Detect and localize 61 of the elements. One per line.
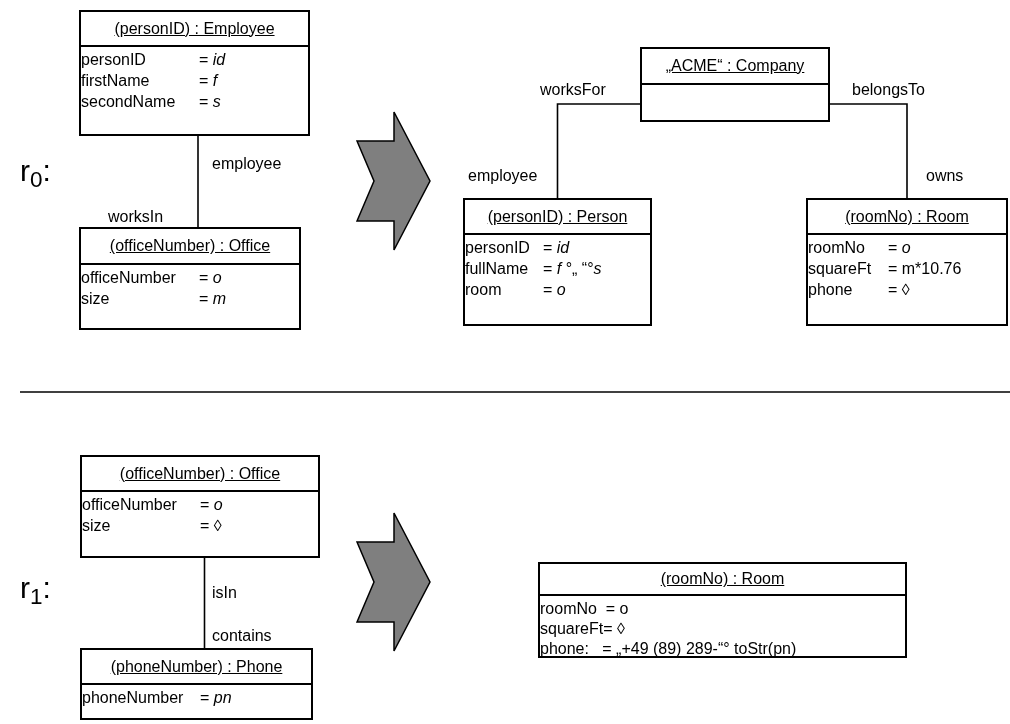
object-title: (officeNumber) : Office [119,463,281,484]
role-name: worksIn [108,207,164,227]
object-box [80,648,313,720]
attribute-name: squareFt [808,259,873,279]
object-box [463,198,652,326]
attribute-name: phoneNumber [82,688,185,708]
attribute-row-text: phone: = „+49 (89) 289-“° toStr(pn) [540,639,798,659]
attribute-name: size [82,516,112,536]
attribute-name: personID [465,238,531,258]
attribute-value: = o [888,238,911,258]
attribute-name: officeNumber [82,495,178,515]
role-name: isIn [212,583,237,603]
attribute-name: phone [808,280,854,300]
attribute-name: fullName [465,259,530,279]
object-box [640,47,830,122]
object-box [806,198,1008,326]
attribute-value: = ◊ [200,516,222,536]
attribute-name: officeNumber [81,268,177,288]
rule-label: r$_{1}$: [20,570,51,610]
attribute-row-text: squareFt= ◊ [540,619,626,639]
object-title: (phoneNumber) : Phone [110,656,283,677]
role-name: employee [468,166,538,186]
attribute-value: = o [199,268,222,288]
role-name: belongsTo [852,80,925,100]
attribute-value: = m [199,289,227,309]
object-title: (personID) : Person [487,206,628,227]
role-name: owns [926,166,964,186]
object-box [79,227,301,330]
attribute-value: = f [199,71,218,91]
association-line [829,103,908,199]
attribute-value: = o [200,495,223,515]
object-box [80,455,320,558]
role-name: employee [212,154,282,174]
attribute-value: = f °„ “°s [543,259,602,279]
attribute-value: = id [543,238,570,258]
rule-label: r$_{0}$: [20,153,51,193]
attribute-value: = s [199,92,221,112]
attribute-name: personID [81,50,147,70]
object-title: (roomNo) : Room [660,569,785,589]
attribute-name: size [81,289,111,309]
object-title: (officeNumber) : Office [109,236,271,256]
attribute-name: room [465,280,503,300]
association-line [203,557,206,649]
object-box [538,562,907,658]
attribute-row-text: roomNo = o [540,599,630,619]
association-line [197,135,199,228]
role-name: worksFor [540,80,606,100]
attribute-value: = o [543,280,566,300]
attribute-value: = id [199,50,226,70]
object-title: (personID) : Employee [114,18,275,39]
object-title: (roomNo) : Room [845,206,969,227]
attribute-value: = pn [200,688,232,708]
attribute-name: secondName [81,92,177,112]
attribute-name: roomNo [808,238,866,258]
attribute-value: = ◊ [888,280,910,300]
object-title: „ACME“ : Company [665,56,805,76]
object-box [79,10,310,136]
association-line [556,103,641,199]
attribute-value: = m*10.76 [888,259,962,279]
attribute-name: firstName [81,71,151,91]
role-name: contains [212,626,272,646]
